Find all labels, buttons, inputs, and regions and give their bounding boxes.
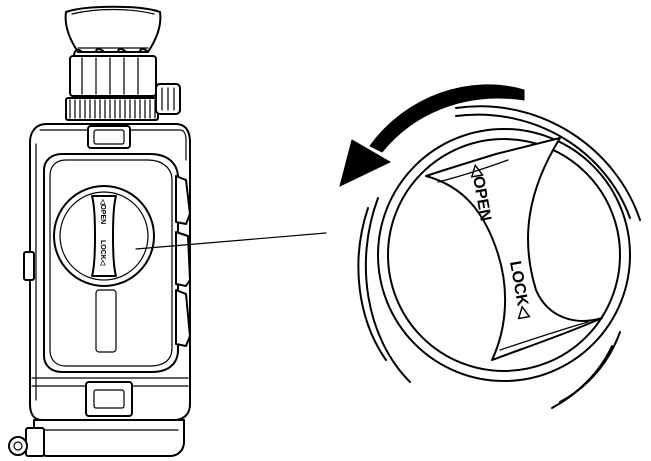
diopter-ring: [69, 48, 157, 97]
knurled-ring: [65, 97, 159, 121]
small-open-label: ◁OPEN: [99, 198, 106, 224]
callout-line: [135, 232, 327, 250]
side-knob: [155, 83, 181, 115]
counterclockwise-arrow-icon: [339, 84, 525, 187]
device-battery-cap: ◁OPEN LOCK◁: [53, 185, 155, 287]
small-lock-label: LOCK◁: [99, 240, 106, 266]
eyepiece-cup: [64, 5, 162, 53]
enlarged-battery-cap: ◁OPEN LOCK◁: [357, 105, 641, 409]
tripod-mount: [8, 419, 185, 457]
monocular-device: ◁OPEN LOCK◁: [8, 5, 191, 457]
